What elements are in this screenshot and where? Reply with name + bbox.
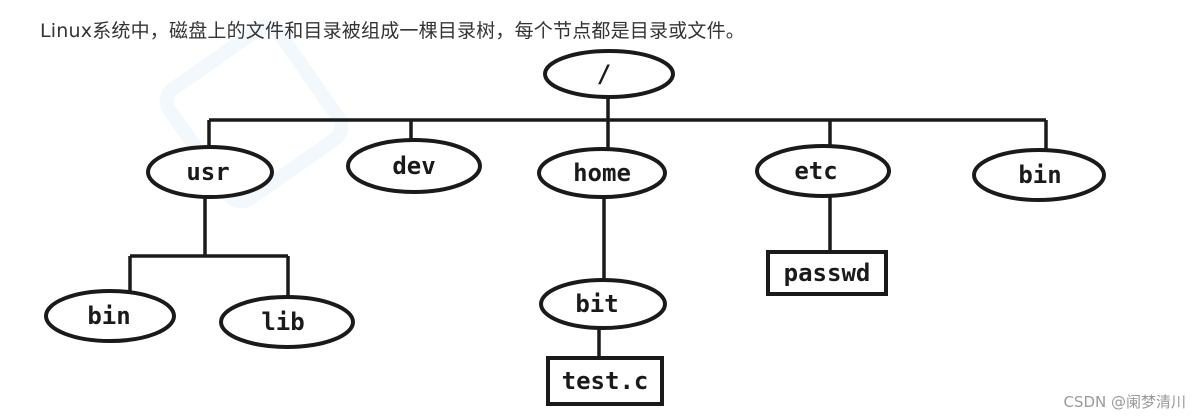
tree-nodes [44, 49, 1106, 406]
node-dev-shape [346, 138, 482, 194]
node-passwd-shape [766, 250, 888, 296]
node-testc-label: test.c [562, 367, 649, 395]
node-passwd-label: passwd [784, 259, 871, 287]
node-home-label: home [573, 159, 631, 187]
node-testc-shape [546, 356, 664, 406]
node-bin-label: bin [1018, 161, 1061, 189]
tree-labels: / usr dev home etc bin bin lib bit passw… [87, 60, 1061, 395]
node-usr-bin-shape [44, 289, 176, 343]
node-etc-label: etc [794, 157, 837, 185]
node-usr-shape [146, 145, 274, 199]
node-bin-shape [972, 148, 1106, 202]
node-lib-label: lib [261, 308, 304, 336]
tree-connectors [128, 96, 1048, 356]
node-usr-label: usr [186, 158, 229, 186]
node-usr-bin-label: bin [87, 302, 130, 330]
caption-text: Linux系统中，磁盘上的文件和目录被组成一棵目录树，每个节点都是目录或文件。 [40, 20, 745, 42]
csdn-watermark: CSDN @阑梦清川 [1063, 393, 1186, 411]
node-dev-label: dev [392, 152, 435, 180]
node-bit-label: bit [575, 290, 618, 318]
node-home-shape [537, 147, 667, 199]
node-root-label: / [597, 60, 611, 88]
node-root-shape [543, 49, 675, 99]
node-etc-shape [755, 144, 891, 198]
node-lib-shape [219, 295, 355, 349]
node-bit-shape [539, 278, 667, 330]
